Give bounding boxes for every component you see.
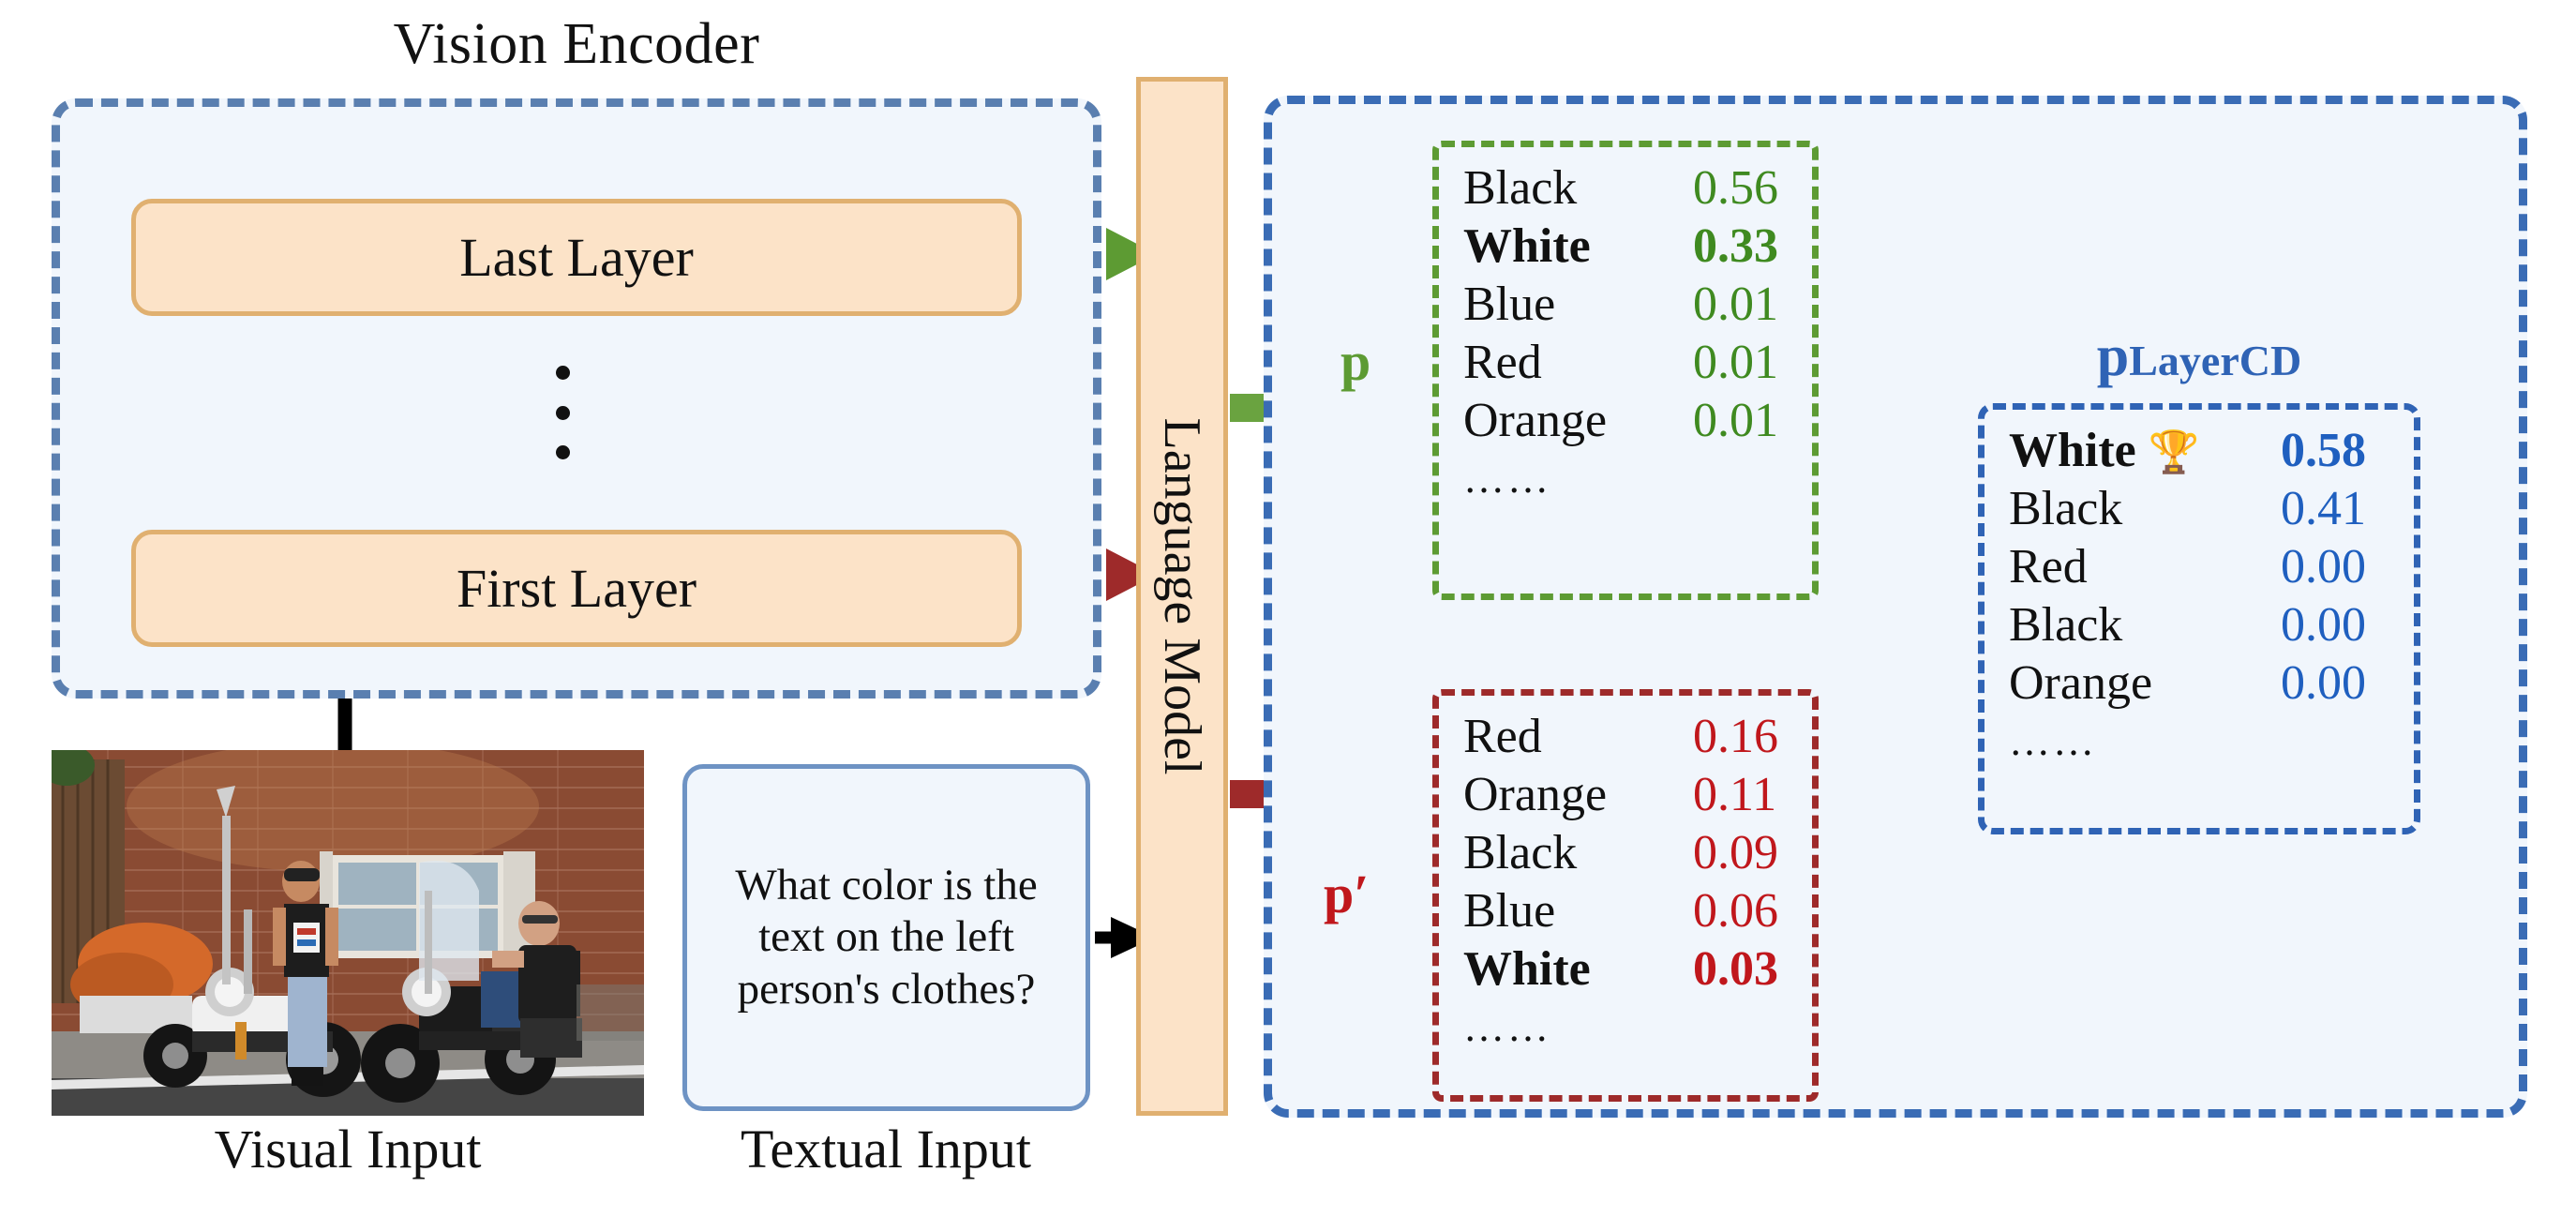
token-name: Orange	[1463, 394, 1608, 447]
table-row: Black 0.00	[2009, 601, 2389, 650]
table-row: Orange 0.00	[2009, 659, 2389, 708]
token-name: Black	[2009, 598, 2123, 652]
token-name: Red	[2009, 540, 2088, 593]
table-row: White 🏆 0.58	[2009, 427, 2389, 475]
last-layer-label: Last Layer	[459, 227, 694, 288]
token-prob: 0.41	[2281, 482, 2366, 535]
table-row: Orange 0.11	[1463, 771, 1788, 819]
token-name: Blue	[1463, 278, 1556, 331]
token-name: Black	[2009, 482, 2123, 535]
table-row: Red 0.16	[1463, 713, 1788, 761]
token-prob: 0.16	[1693, 710, 1778, 763]
token-prob: 0.00	[2281, 598, 2366, 652]
language-model-box[interactable]: Language Model	[1136, 77, 1228, 1116]
last-layer-box[interactable]: Last Layer	[131, 199, 1022, 316]
token-name: Black	[1463, 826, 1578, 879]
p-layercd-symbol-main: p	[2096, 324, 2130, 388]
table-row: Red 0.00	[2009, 543, 2389, 592]
question-text: What color is the text on the left perso…	[735, 860, 1038, 1014]
token-prob: 0.01	[1693, 394, 1778, 447]
token-prob: 0.03	[1693, 942, 1778, 996]
table-row: White 0.03	[1463, 945, 1788, 994]
token-prob: 0.01	[1693, 278, 1778, 331]
table-row: Blue 0.06	[1463, 887, 1788, 936]
table-row: Black 0.56	[1463, 164, 1788, 213]
language-model-label: Language Model	[1153, 417, 1211, 775]
token-prob: 0.11	[1693, 768, 1777, 821]
token-name: Orange	[1463, 768, 1608, 821]
p-prime-distribution-symbol: p′	[1324, 864, 1370, 924]
p-layercd-distribution-table: White 🏆 0.58 Black 0.41 Red 0.00 Black 0…	[1978, 403, 2420, 834]
token-prob: 0.00	[2281, 540, 2366, 593]
table-ellipsis: ……	[1463, 1004, 1551, 1050]
vertical-ellipsis-icon	[525, 366, 600, 459]
token-prob: 0.01	[1693, 336, 1778, 389]
token-prob: 0.58	[2281, 424, 2366, 477]
token-name: Blue	[1463, 884, 1556, 938]
token-name-with-trophy: White 🏆	[2009, 424, 2200, 477]
token-name: White	[1463, 942, 1591, 996]
table-row: Black 0.41	[2009, 485, 2389, 533]
token-prob: 0.33	[1693, 219, 1778, 273]
first-layer-box[interactable]: First Layer	[131, 530, 1022, 647]
table-row: Blue 0.01	[1463, 280, 1788, 329]
token-name: Orange	[2009, 656, 2153, 710]
table-ellipsis: ……	[2009, 718, 2097, 764]
token-prob: 0.06	[1693, 884, 1778, 938]
token-name: Red	[1463, 336, 1542, 389]
table-ellipsis: ……	[1463, 456, 1551, 502]
contrastive-decoding-panel	[1264, 96, 2527, 1118]
p-distribution-symbol: p	[1340, 331, 1371, 392]
table-row: Black 0.09	[1463, 829, 1788, 878]
vision-encoder-title: Vision Encoder	[393, 12, 760, 76]
table-row: Orange 0.01	[1463, 397, 1788, 445]
token-prob: 0.09	[1693, 826, 1778, 879]
table-row: Red 0.01	[1463, 338, 1788, 387]
token-prob: 0.56	[1693, 161, 1778, 215]
p-layercd-symbol-sub: LayerCD	[2129, 337, 2302, 384]
visual-input-photo	[52, 750, 644, 1116]
p-distribution-table: Black 0.56 White 0.33 Blue 0.01 Red 0.01…	[1432, 141, 1819, 600]
first-layer-label: First Layer	[456, 558, 697, 619]
token-name: Black	[1463, 161, 1578, 215]
trophy-icon: 🏆	[2148, 429, 2200, 475]
table-row: White 0.33	[1463, 222, 1788, 271]
token-name: White	[1463, 219, 1591, 273]
token-prob: 0.00	[2281, 656, 2366, 710]
p-prime-distribution-table: Red 0.16 Orange 0.11 Black 0.09 Blue 0.0…	[1432, 689, 1819, 1102]
p-layercd-symbol: pLayerCD	[1969, 323, 2430, 390]
token-name: Red	[1463, 710, 1542, 763]
visual-input-label: Visual Input	[214, 1119, 482, 1179]
textual-input-label: Textual Input	[740, 1119, 1032, 1179]
textual-input-box[interactable]: What color is the text on the left perso…	[682, 764, 1090, 1111]
